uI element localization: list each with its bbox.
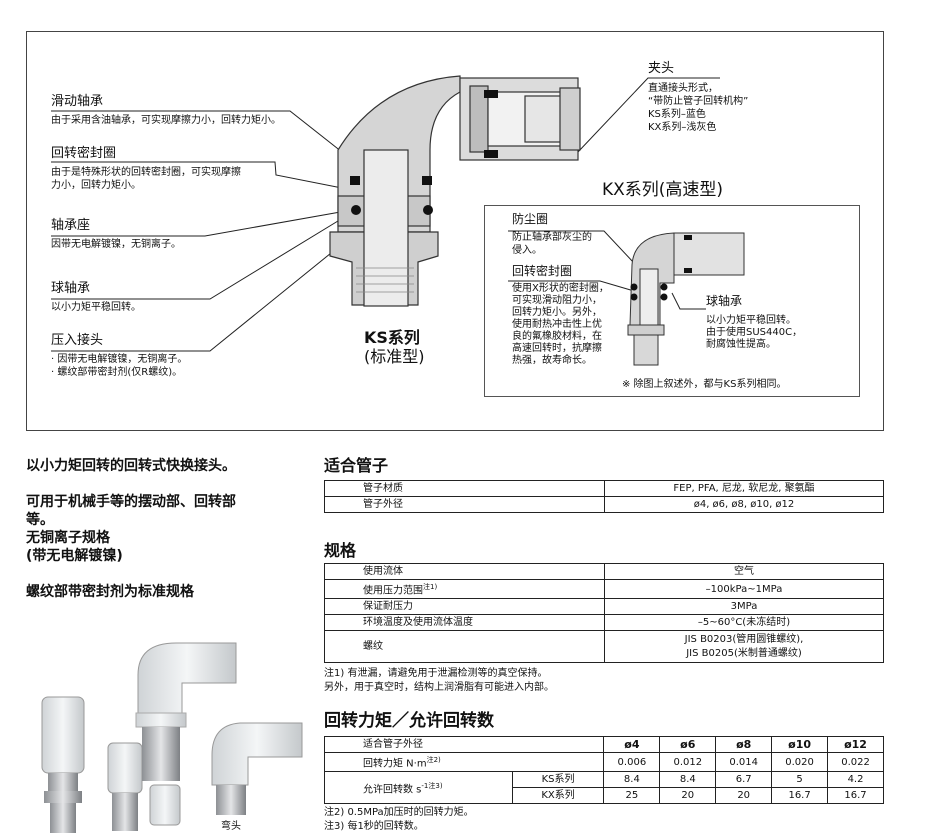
feature-list: 以小力矩回转的回转式快换接头。 可用于机械手等的摆动部、回转部 等。 无铜离子规… (26, 458, 236, 600)
kx-callout-dust-seal: 防尘圈 防止轴承部灰尘的侵入。 (512, 212, 592, 256)
table-row: 保证耐压力 3MPa (324, 598, 884, 616)
kx-callout-ball-bearing: 球轴承 以小力矩平稳回转。由于使用SUS440C， 耐腐蚀性提高。 (706, 294, 803, 350)
table-row: 使用流体 空气 (324, 563, 884, 580)
specs-table: 使用流体 空气 使用压力范围注1) –100kPa~1MPa 保证耐压力 3MP… (324, 563, 884, 664)
structure-diagram-frame (26, 31, 884, 431)
table-row: 管子材质 FEP, PFA, 尼龙, 软尼龙, 聚氨酯 (324, 480, 884, 497)
table-row: 管子外径 ø4, ø6, ø8, ø10, ø12 (324, 496, 884, 513)
ks-cross-section-drawing (51, 75, 720, 352)
table-row: KX系列 25 20 20 16.7 16.7 (325, 787, 884, 805)
product-photo (41, 642, 303, 833)
callout-sliding-bearing: 滑动轴承 由于采用含油轴承，可实现摩擦力小，回转力矩小。 (51, 94, 281, 126)
photo-caption: 弯头 (221, 821, 241, 832)
kx-cross-section-drawing (508, 230, 745, 366)
table-row: 允许回转数 s-1注3) KS系列 8.4 8.4 6.7 5 4.2 (324, 771, 884, 805)
table-row: 适合管子外径 ø4 ø6 ø8 ø10 ø12 (323, 736, 884, 753)
callout-bearing-seat: 轴承座 因带无电解镀镍，无铜离子。 (51, 218, 181, 250)
kx-callout-rotary-seal: 回转密封圈 使用X形状的密封圈，可实现滑动阻力小， 回转力矩小。另外，使用耐热冲… (512, 264, 609, 366)
kx-series-title: KX系列(高速型) (602, 180, 724, 200)
torque-title: 回转力矩／允许回转数 (324, 711, 494, 731)
ks-series-label: KS系列 (标准型) (364, 328, 425, 366)
specs-notes: 注1) 有泄漏，请避免用于泄漏检测等的真空保持。 另外，用于真空时，结构上润滑脂… (324, 668, 554, 693)
kx-inset-note: ※ 除图上叙述外，都与KS系列相同。 (622, 379, 787, 390)
tubing-table: 管子材质 FEP, PFA, 尼龙, 软尼龙, 聚氨酯 管子外径 ø4, ø6,… (324, 480, 884, 513)
callout-chuck: 夹头 直通接头形式， “带防止管子回转机构” KS系列–蓝色 KX系列–浅灰色 (648, 61, 749, 133)
torque-notes: 注2) 0.5MPa加压时的回转力矩。 注3) 每1秒的回转数。 (324, 807, 474, 832)
specs-title: 规格 (324, 541, 357, 560)
table-row: 回转力矩 N·m注2) 0.006 0.012 0.014 0.020 0.02… (323, 751, 884, 773)
callout-rotary-seal: 回转密封圈 由于是特殊形状的回转密封圈，可实现摩擦力小，回转力矩小。 (51, 146, 241, 191)
table-row: 螺纹 JIS B0203(管用圆锥螺纹),JIS B0205(米制普通螺纹) (324, 630, 884, 664)
tubing-title: 适合管子 (324, 456, 389, 475)
torque-table: 适合管子外径 ø4 ø6 ø8 ø10 ø12 回转力矩 N·m注2) 0.00… (323, 736, 884, 805)
kx-inset-box (484, 205, 860, 397)
table-row: 使用压力范围注1) –100kPa~1MPa (324, 578, 884, 600)
table-row: 环境温度及使用流体温度 –5~60°C(未冻结时) (324, 614, 884, 632)
callout-press-fitting: 压入接头 · 因带无电解镀镍，无铜离子。· 螺纹部带密封剂(仅R螺纹)。 (51, 333, 188, 378)
callout-ball-bearing: 球轴承 以小力矩平稳回转。 (51, 281, 141, 313)
